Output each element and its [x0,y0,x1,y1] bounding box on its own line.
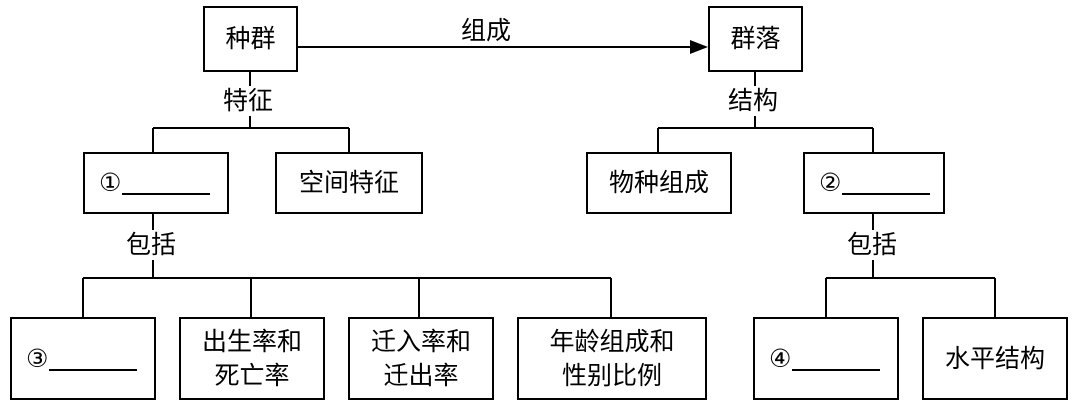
blank3-node: ③ [10,317,156,400]
migration-rate-text: 迁入率和 迁出率 [370,326,471,390]
blank1-number: ① [99,168,122,197]
species-composition-text: 物种组成 [608,168,709,197]
include-left-label: 包括 [125,230,178,260]
age-sex-node: 年龄组成和 性别比例 [517,317,707,400]
spatial-feature-text: 空间特征 [298,168,399,197]
blank4-number: ④ [769,343,792,373]
blank3-underline [49,347,138,371]
blank2-underline [842,171,931,195]
structure-label: 结构 [727,86,780,116]
blank1-node: ① [83,152,229,214]
birth-death-rate-text: 出生率和 死亡率 [201,326,302,390]
compose-arrow-head [690,40,708,54]
blank2-node: ② [803,152,945,214]
population-text: 种群 [225,24,276,53]
blank4-underline [792,347,881,371]
birth-death-rate-node: 出生率和 死亡率 [179,317,325,400]
horizontal-structure-node: 水平结构 [922,317,1068,400]
spatial-feature-node: 空间特征 [275,152,423,214]
compose-label: 组成 [460,16,513,46]
community-text: 群落 [730,24,781,53]
blank3-number: ③ [26,343,49,373]
community-node: 群落 [708,6,803,72]
horizontal-structure-text: 水平结构 [944,343,1045,373]
blank2-number: ② [819,168,842,197]
population-node: 种群 [203,6,298,72]
age-sex-text: 年龄组成和 性别比例 [549,326,675,390]
blank1-underline [122,171,211,195]
include-right-label: 包括 [846,230,899,260]
feature-label: 特征 [222,86,275,116]
blank4-node: ④ [753,317,899,400]
migration-rate-node: 迁入率和 迁出率 [348,317,494,400]
species-composition-node: 物种组成 [586,152,732,214]
